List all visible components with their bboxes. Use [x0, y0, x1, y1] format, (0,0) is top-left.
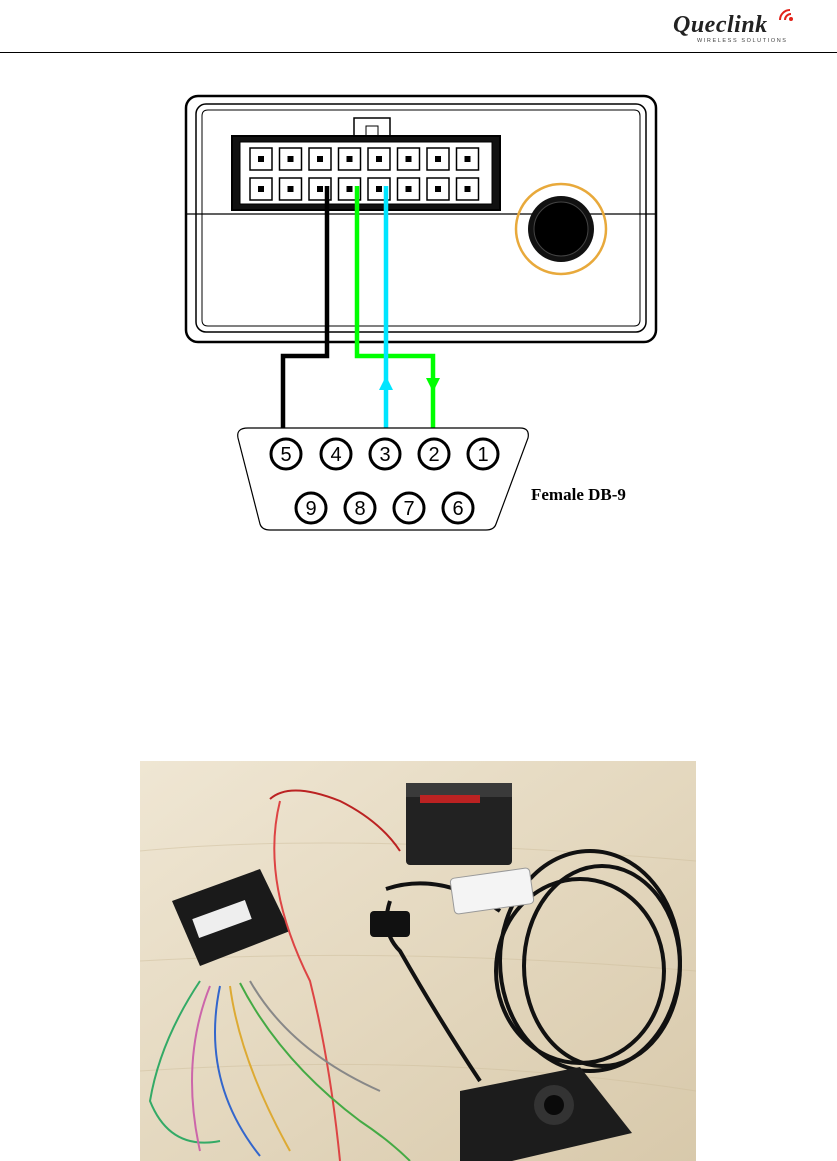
connector-pin-contact [317, 186, 323, 192]
connector-pin-contact [376, 156, 382, 162]
wiring-diagram: 5 4 3 2 1 9 8 7 6 Female DB-9 [0, 0, 837, 560]
db9-pin: 5 [271, 439, 301, 469]
db9-pin-number: 8 [354, 498, 365, 520]
connector-pin-contact [258, 156, 264, 162]
db9-pin-number: 7 [403, 498, 414, 520]
tx-arrow-down-icon [426, 378, 440, 392]
db9-pin: 7 [394, 493, 424, 523]
sixteen-pin-connector [232, 136, 500, 210]
connector-pin-contact [317, 156, 323, 162]
connector-pin-contact [347, 186, 353, 192]
db9-pin: 8 [345, 493, 375, 523]
db9-label: Female DB-9 [531, 485, 626, 504]
db9-pin: 2 [419, 439, 449, 469]
rx-arrow-up-icon [379, 376, 393, 390]
db9-pin-number: 6 [452, 498, 463, 520]
connector-pin-contact [258, 186, 264, 192]
connector-pin-contact [288, 186, 294, 192]
db9-pin: 9 [296, 493, 326, 523]
db9-pin-number: 9 [305, 498, 316, 520]
power-button [516, 184, 606, 274]
db9-pin-number: 1 [477, 444, 488, 466]
db9-pin: 3 [370, 439, 400, 469]
connector-pin-contact [347, 156, 353, 162]
connector-pin-contact [435, 186, 441, 192]
connector-pin-contact [288, 156, 294, 162]
device-wiring-photo [140, 761, 696, 1161]
db9-pin: 6 [443, 493, 473, 523]
db9-pin-number: 2 [428, 444, 439, 466]
connector-pin-contact [406, 156, 412, 162]
connector-pin-contact [465, 156, 471, 162]
connector-pin-contact [376, 186, 382, 192]
connector-latch [354, 118, 390, 136]
db9-pin: 1 [468, 439, 498, 469]
db9-pin: 4 [321, 439, 351, 469]
connector-pin-contact [435, 156, 441, 162]
battery [406, 783, 512, 865]
db9-pin-number: 4 [330, 444, 341, 466]
connector-pin-contact [406, 186, 412, 192]
db9-connector: 5 4 3 2 1 9 8 7 6 [238, 428, 529, 530]
db9-pin-number: 5 [280, 444, 291, 466]
db9-pin-number: 3 [379, 444, 390, 466]
connector-pin-contact [465, 186, 471, 192]
